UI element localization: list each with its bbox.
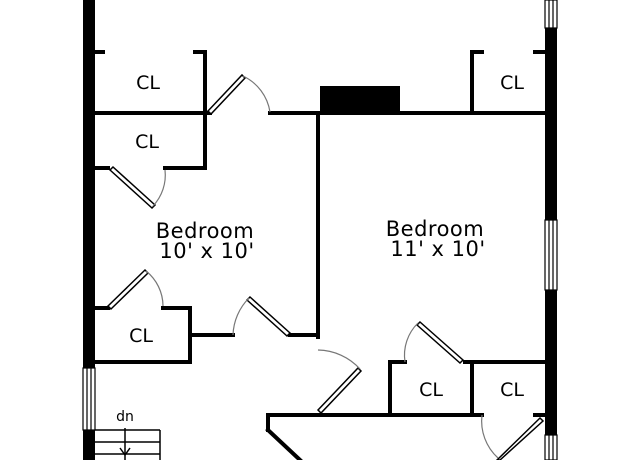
window <box>544 0 558 29</box>
door-swing <box>145 270 164 307</box>
door <box>206 73 271 116</box>
door <box>106 268 164 311</box>
closet-label: CL <box>500 72 524 94</box>
arrow-head-icon <box>119 447 131 457</box>
door-leaf <box>245 295 292 338</box>
closet-labels: CL CL CL CL CL CL <box>129 72 524 401</box>
room-name: Bedroom <box>156 219 254 243</box>
closet-label: CL <box>135 131 159 153</box>
window <box>544 434 558 460</box>
door-swing <box>317 349 361 370</box>
room-dimensions: 11' x 10' <box>390 237 485 261</box>
interior-walls <box>93 50 547 460</box>
closet-label: CL <box>500 379 524 401</box>
closet-label: CL <box>419 379 443 401</box>
door-leaf <box>106 268 150 311</box>
door-swing <box>403 322 419 363</box>
door-leaf <box>108 165 157 210</box>
closet-label: CL <box>129 325 153 347</box>
chimney <box>320 86 400 114</box>
room-labels: Bedroom 10' x 10' Bedroom 11' x 10' <box>156 217 485 263</box>
door <box>108 165 166 210</box>
windows <box>82 0 558 460</box>
door <box>481 414 545 460</box>
window <box>544 219 558 291</box>
door-swing <box>152 169 166 207</box>
door <box>232 295 292 338</box>
door-leaf <box>495 416 545 460</box>
room-dimensions: 10' x 10' <box>159 239 254 263</box>
door-leaf <box>316 366 363 415</box>
stairs-label: dn <box>116 409 134 425</box>
outer-wall-left <box>83 0 95 460</box>
window <box>82 367 96 431</box>
wall <box>265 427 303 460</box>
door-leaf <box>415 320 465 365</box>
room-name: Bedroom <box>386 217 484 241</box>
door <box>316 349 363 415</box>
closet-label: CL <box>136 72 160 94</box>
doors <box>106 73 545 460</box>
door-swing <box>242 75 271 113</box>
door-swing <box>481 414 499 459</box>
stairs <box>95 428 161 460</box>
door-leaf <box>206 73 247 116</box>
door <box>403 320 465 365</box>
door-swing <box>232 297 250 336</box>
